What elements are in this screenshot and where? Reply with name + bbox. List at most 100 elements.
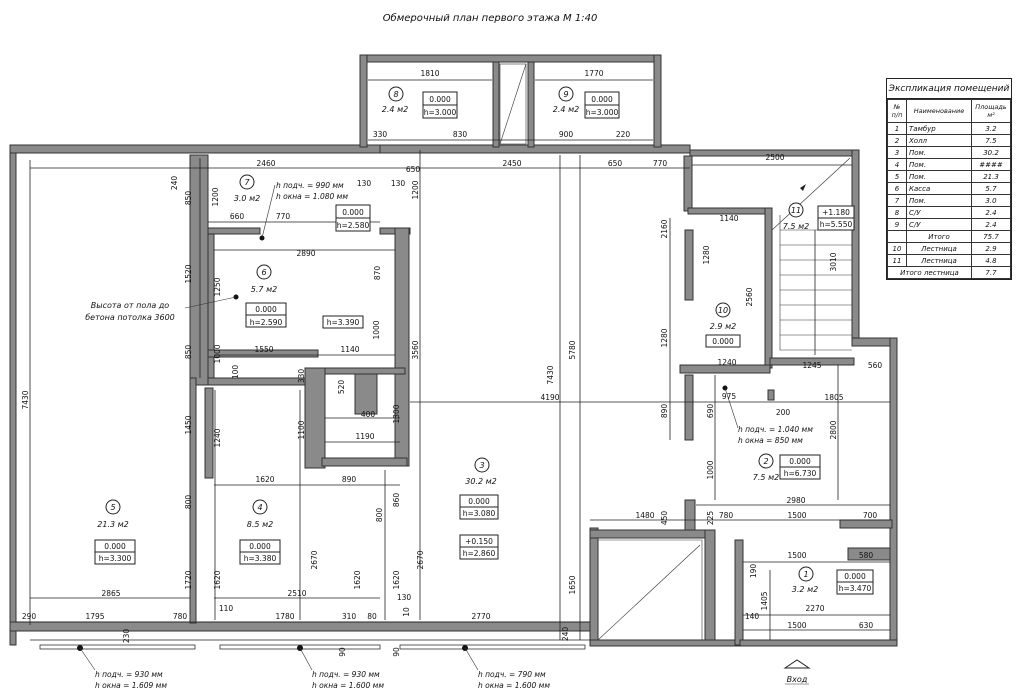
dim-text: 1620 — [353, 570, 362, 589]
windows-south — [30, 639, 590, 671]
dim-text: 800 — [375, 508, 384, 523]
notes: Высота от пола до бетона потолка 3600 Вх… — [85, 301, 809, 685]
wall-st10-south — [679, 364, 771, 374]
dim-text: 1300 — [392, 404, 401, 423]
room-10-level: 0.000 — [712, 337, 734, 346]
legend-header-area: Площадь м² — [971, 99, 1011, 123]
dim-text: 1620 — [255, 475, 274, 484]
dim-text: 2460 — [256, 159, 275, 168]
dim-text: 1200 — [411, 180, 420, 199]
dim-text: 975 — [722, 392, 737, 401]
wall-south-step — [589, 527, 599, 647]
wall-wc-mid1 — [492, 61, 500, 148]
dim-text: 1780 — [275, 612, 294, 621]
wall-room5-east — [189, 377, 197, 624]
dim-text: 1405 — [760, 591, 769, 610]
legend-cell-name: Касса — [906, 182, 972, 195]
stage-height: h=2.860 — [463, 549, 496, 558]
window-notes: h подч. = 990 мм h окна = 1.080 мм h под… — [95, 181, 813, 690]
dim-text: 2865 — [101, 589, 120, 598]
room-9-level: 0.000 — [591, 95, 613, 104]
walls — [9, 54, 898, 647]
window-2-height: h окна = 850 мм — [738, 436, 803, 445]
dim-text: 1620 — [392, 570, 401, 589]
dim-text: 2510 — [287, 589, 306, 598]
room-10-area: 2.9 м2 — [710, 322, 736, 331]
dim-text: 2770 — [471, 612, 490, 621]
legend-cell-name: Итого — [906, 230, 972, 243]
dim-text: 780 — [719, 511, 734, 520]
dim-text: 1520 — [184, 264, 193, 283]
wall-east — [889, 337, 898, 644]
dim-text: 90 — [392, 647, 401, 657]
room-4-level: 0.000 — [249, 542, 271, 551]
window-3-height: h окна = 1.609 мм — [95, 681, 167, 690]
room-markers — [105, 86, 814, 582]
dim-text: 780 — [173, 612, 188, 621]
dim-text: 2160 — [660, 219, 669, 238]
dim-text: 290 — [22, 612, 37, 621]
wall-tambur-nib — [839, 519, 893, 529]
room-5-height: h=3.300 — [99, 554, 132, 563]
dim-text: 110 — [219, 604, 234, 613]
dim-text: 330 — [297, 369, 306, 384]
room-7-height: h=2.580 — [337, 221, 370, 230]
legend-cell-name: Холл — [906, 134, 972, 147]
room-3-level: 0.000 — [468, 497, 490, 506]
dim-text: 1240 — [717, 358, 736, 367]
dim-text: 200 — [776, 408, 791, 417]
dim-text: 520 — [337, 380, 346, 395]
dim-text: 1480 — [635, 511, 654, 520]
wall-hall-sw — [684, 499, 696, 531]
wall-stair-bottom — [769, 357, 855, 366]
legend-cell-area: 2.9 — [971, 242, 1011, 255]
room-2-level: 0.000 — [789, 457, 811, 466]
room-9-area: 2.4 м2 — [553, 105, 579, 114]
dim-text: 330 — [373, 130, 388, 139]
room-8-level: 0.000 — [429, 95, 451, 104]
dimension-lines — [16, 79, 890, 640]
dim-text: 3010 — [829, 252, 838, 271]
wall-wc-west — [359, 54, 368, 148]
legend-cell-area: 21.3 — [971, 170, 1011, 183]
wall-hall-north-a — [683, 155, 693, 212]
room-labels: 8 2.4 м2 0.000 h=3.000 9 2.4 м2 0.000 h=… — [97, 90, 871, 594]
entrance-label: Вход — [787, 675, 808, 684]
legend-cell-num: 2 — [887, 134, 907, 147]
dim-text: 1500 — [787, 551, 806, 560]
window-1-height: h окна = 1.080 мм — [276, 192, 348, 201]
legend-cell-name: Пом. — [906, 170, 972, 183]
dim-text: 2500 — [765, 153, 784, 162]
dim-text: 1100 — [297, 420, 306, 439]
room-1-level: 0.000 — [844, 572, 866, 581]
legend-cell-num: 7 — [887, 194, 907, 207]
wall-wc-mid2 — [527, 61, 535, 148]
dim-text: 560 — [868, 361, 883, 370]
dim-text: 890 — [342, 475, 357, 484]
stage-level: +0.150 — [465, 537, 493, 546]
dim-text: 4190 — [540, 393, 559, 402]
stair-11 — [771, 157, 852, 351]
dim-text: 130 — [391, 179, 406, 188]
dim-text: 1240 — [213, 428, 222, 447]
dim-text: 5780 — [568, 340, 577, 359]
legend-cell-num: 9 — [887, 218, 907, 231]
dim-text: 1450 — [184, 415, 193, 434]
dim-text: 630 — [859, 621, 874, 630]
dim-text: 240 — [561, 627, 570, 642]
room-3-area: 30.2 м2 — [465, 477, 496, 486]
dim-text: 890 — [660, 404, 669, 419]
wall-niche-east — [704, 529, 716, 641]
room-8-height: h=3.000 — [424, 108, 457, 117]
dim-text: 7430 — [21, 390, 30, 409]
wall-south-right — [589, 639, 741, 647]
dim-text: 1000 — [706, 460, 715, 479]
dim-text: 650 — [406, 165, 421, 174]
wall-room4-east — [304, 367, 326, 469]
dim-text: 400 — [361, 410, 376, 419]
